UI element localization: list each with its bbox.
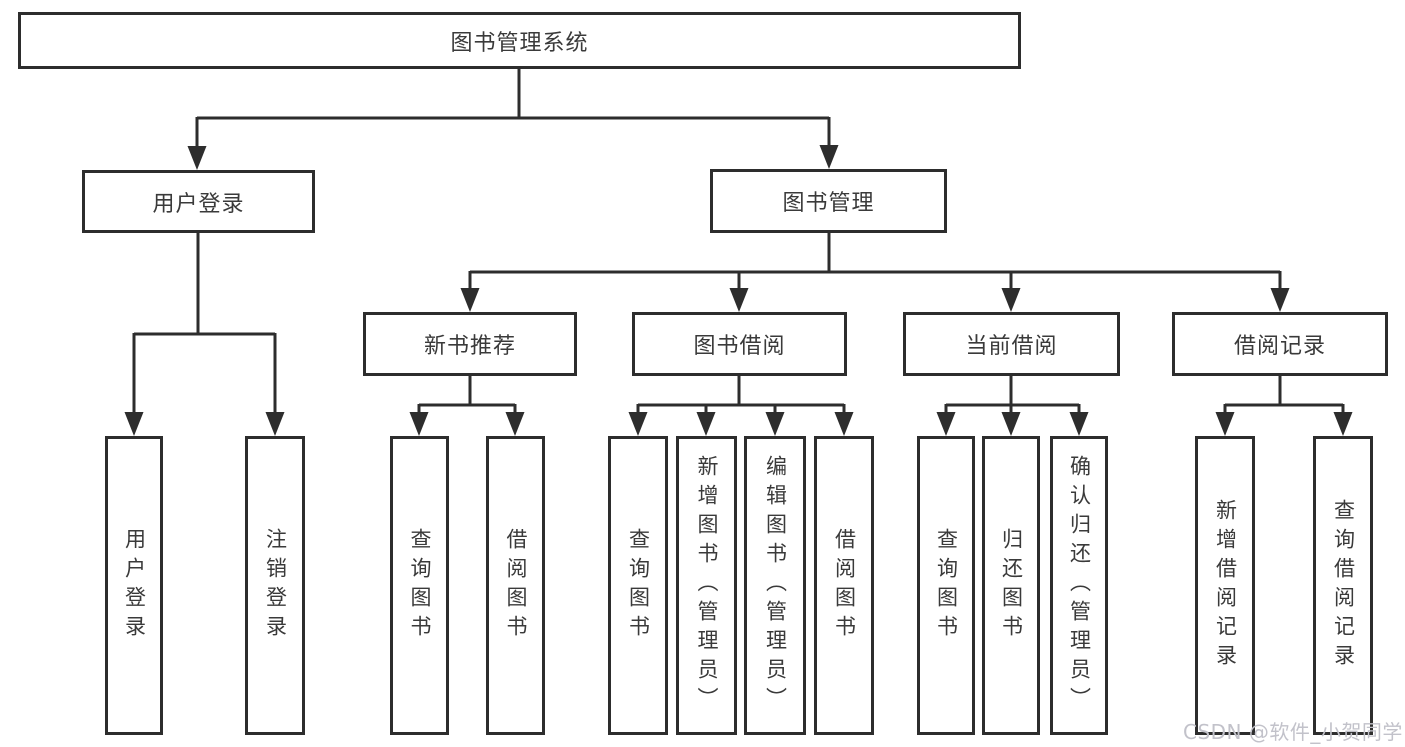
node-label: 查询图书	[408, 527, 432, 644]
node-label: 查询图书	[934, 527, 959, 644]
node-label: 新增借阅记录	[1213, 498, 1238, 673]
node-label: 图书管理	[782, 191, 875, 216]
node-label: 确认归还（管理员）	[1067, 455, 1092, 716]
node-label: 借阅图书	[504, 527, 528, 644]
node-label: 用户登录	[122, 527, 147, 644]
node-user-login-action: 用户登录	[105, 436, 163, 735]
node-label: 借阅图书	[832, 527, 857, 644]
node-label: 图书管理系统	[450, 30, 589, 56]
node-add-borrow-record: 新增借阅记录	[1195, 436, 1255, 735]
node-query-books-2: 查询图书	[608, 436, 668, 735]
node-label: 归还图书	[999, 527, 1024, 644]
node-library-management-system: 图书管理系统	[18, 12, 1021, 69]
node-label: 新书推荐	[423, 334, 516, 359]
node-label: 图书借阅	[693, 334, 786, 359]
node-user-login: 用户登录	[82, 170, 315, 233]
node-query-borrow-record: 查询借阅记录	[1313, 436, 1373, 735]
node-borrow-books-2: 借阅图书	[814, 436, 874, 735]
node-label: 借阅记录	[1233, 334, 1326, 359]
csdn-watermark: CSDN @软件_小贺同学	[1183, 720, 1403, 744]
node-label: 用户登录	[152, 191, 245, 217]
arrowheads	[124, 145, 1353, 436]
node-borrowing-records: 借阅记录	[1172, 312, 1388, 376]
node-book-management: 图书管理	[710, 169, 947, 233]
node-edit-books-admin: 编辑图书（管理员）	[744, 436, 806, 735]
node-query-books-1: 查询图书	[390, 436, 449, 735]
node-logout: 注销登录	[245, 436, 305, 735]
node-borrow-books-1: 借阅图书	[486, 436, 545, 735]
node-label: 注销登录	[263, 527, 288, 644]
node-book-borrowing: 图书借阅	[632, 312, 847, 376]
node-confirm-return-admin: 确认归还（管理员）	[1050, 436, 1108, 735]
node-label: 查询图书	[626, 527, 651, 644]
node-label: 当前借阅	[965, 334, 1058, 359]
node-query-books-3: 查询图书	[917, 436, 975, 735]
node-current-borrowing: 当前借阅	[903, 312, 1120, 376]
node-new-book-recommendation: 新书推荐	[363, 312, 577, 376]
node-label: 查询借阅记录	[1331, 498, 1356, 673]
node-label: 编辑图书（管理员）	[763, 455, 788, 716]
node-add-books-admin: 新增图书（管理员）	[676, 436, 737, 735]
node-return-books: 归还图书	[982, 436, 1040, 735]
node-label: 新增图书（管理员）	[695, 455, 719, 716]
